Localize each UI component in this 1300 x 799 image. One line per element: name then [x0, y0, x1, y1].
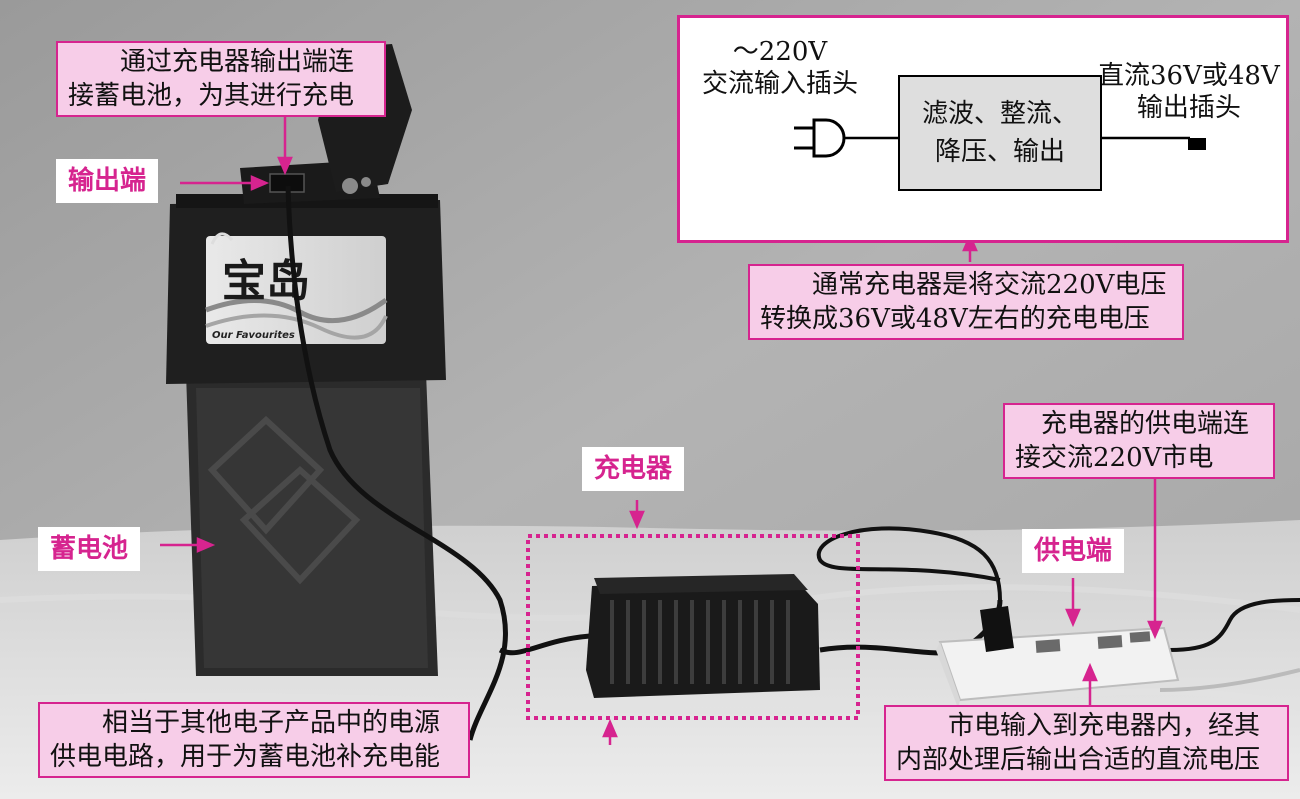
conversion-line1: 通常充电器是将交流220V电压 [812, 270, 1167, 300]
power-circuit-callout: 相当于其他电子产品中的电源 供电电路，用于为蓄电池补充电能 [38, 702, 470, 778]
process-line1: 滤波、整流、 [921, 99, 1078, 129]
conversion-line2: 转换成36V或48V左右的充电电压 [760, 304, 1150, 334]
conversion-callout: 通常充电器是将交流220V电压 转换成36V或48V左右的充电电压 [748, 264, 1184, 340]
charger-body [586, 574, 820, 698]
brand-slogan: Our Favourites [212, 330, 295, 341]
dc-plug-icon [1188, 138, 1206, 150]
mains-process-line2: 内部处理后输出合适的直流电压 [896, 745, 1261, 775]
ac-input-line1: ～220V [732, 37, 828, 67]
supply-port-tag: 供电端 [1022, 529, 1125, 573]
output-connect-line2: 接蓄电池，为其进行充电 [68, 81, 355, 111]
ac-input-label: ～220V 交流输入插头 [702, 36, 858, 100]
mains-process-line1: 市电输入到充电器内，经其 [948, 711, 1261, 741]
ac-plug-icon [794, 118, 846, 158]
dc-output-line2: 输出插头 [1136, 93, 1241, 123]
output-connect-callout: 通过充电器输出端连 接蓄电池，为其进行充电 [56, 41, 386, 117]
charger-output-cable [498, 633, 591, 656]
output-connect-line1: 通过充电器输出端连 [120, 47, 355, 77]
charger-tag: 充电器 [582, 447, 685, 491]
diagram-wiring [794, 118, 1206, 158]
process-line2: 降压、输出 [934, 137, 1065, 167]
block-diagram-panel: ～220V 交流输入插头 直流36V或48V 输出插头 滤波、整流、 降压、输出 [677, 15, 1289, 243]
dc-output-label: 直流36V或48V 输出插头 [1098, 60, 1280, 124]
process-block: 滤波、整流、 降压、输出 [898, 75, 1102, 191]
output-cable [285, 185, 508, 741]
supply-connect-line1: 充电器的供电端连 [1041, 409, 1250, 439]
dc-output-line1: 直流36V或48V [1098, 61, 1280, 91]
battery-tag: 蓄电池 [38, 527, 141, 571]
supply-connect-callout: 充电器的供电端连 接交流220V市电 [1003, 403, 1275, 479]
power-circuit-line2: 供电电路，用于为蓄电池补充电能 [50, 742, 441, 772]
ac-input-line2: 交流输入插头 [702, 69, 859, 99]
supply-connect-line2: 接交流220V市电 [1015, 443, 1214, 473]
output-port-tag: 输出端 [56, 159, 159, 203]
power-circuit-line1: 相当于其他电子产品中的电源 [102, 708, 441, 738]
supply-plug [980, 606, 1014, 652]
mains-process-callout: 市电输入到充电器内，经其 内部处理后输出合适的直流电压 [884, 705, 1289, 781]
